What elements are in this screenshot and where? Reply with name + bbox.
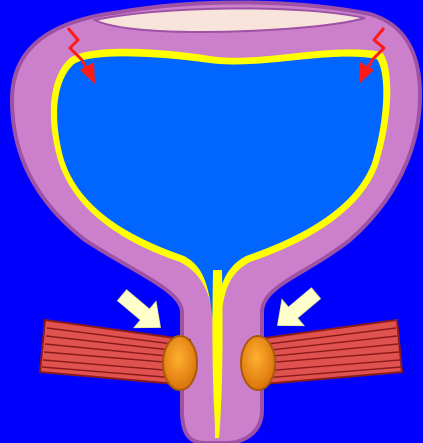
left-sphincter — [163, 336, 197, 390]
right-sphincter — [241, 336, 275, 390]
